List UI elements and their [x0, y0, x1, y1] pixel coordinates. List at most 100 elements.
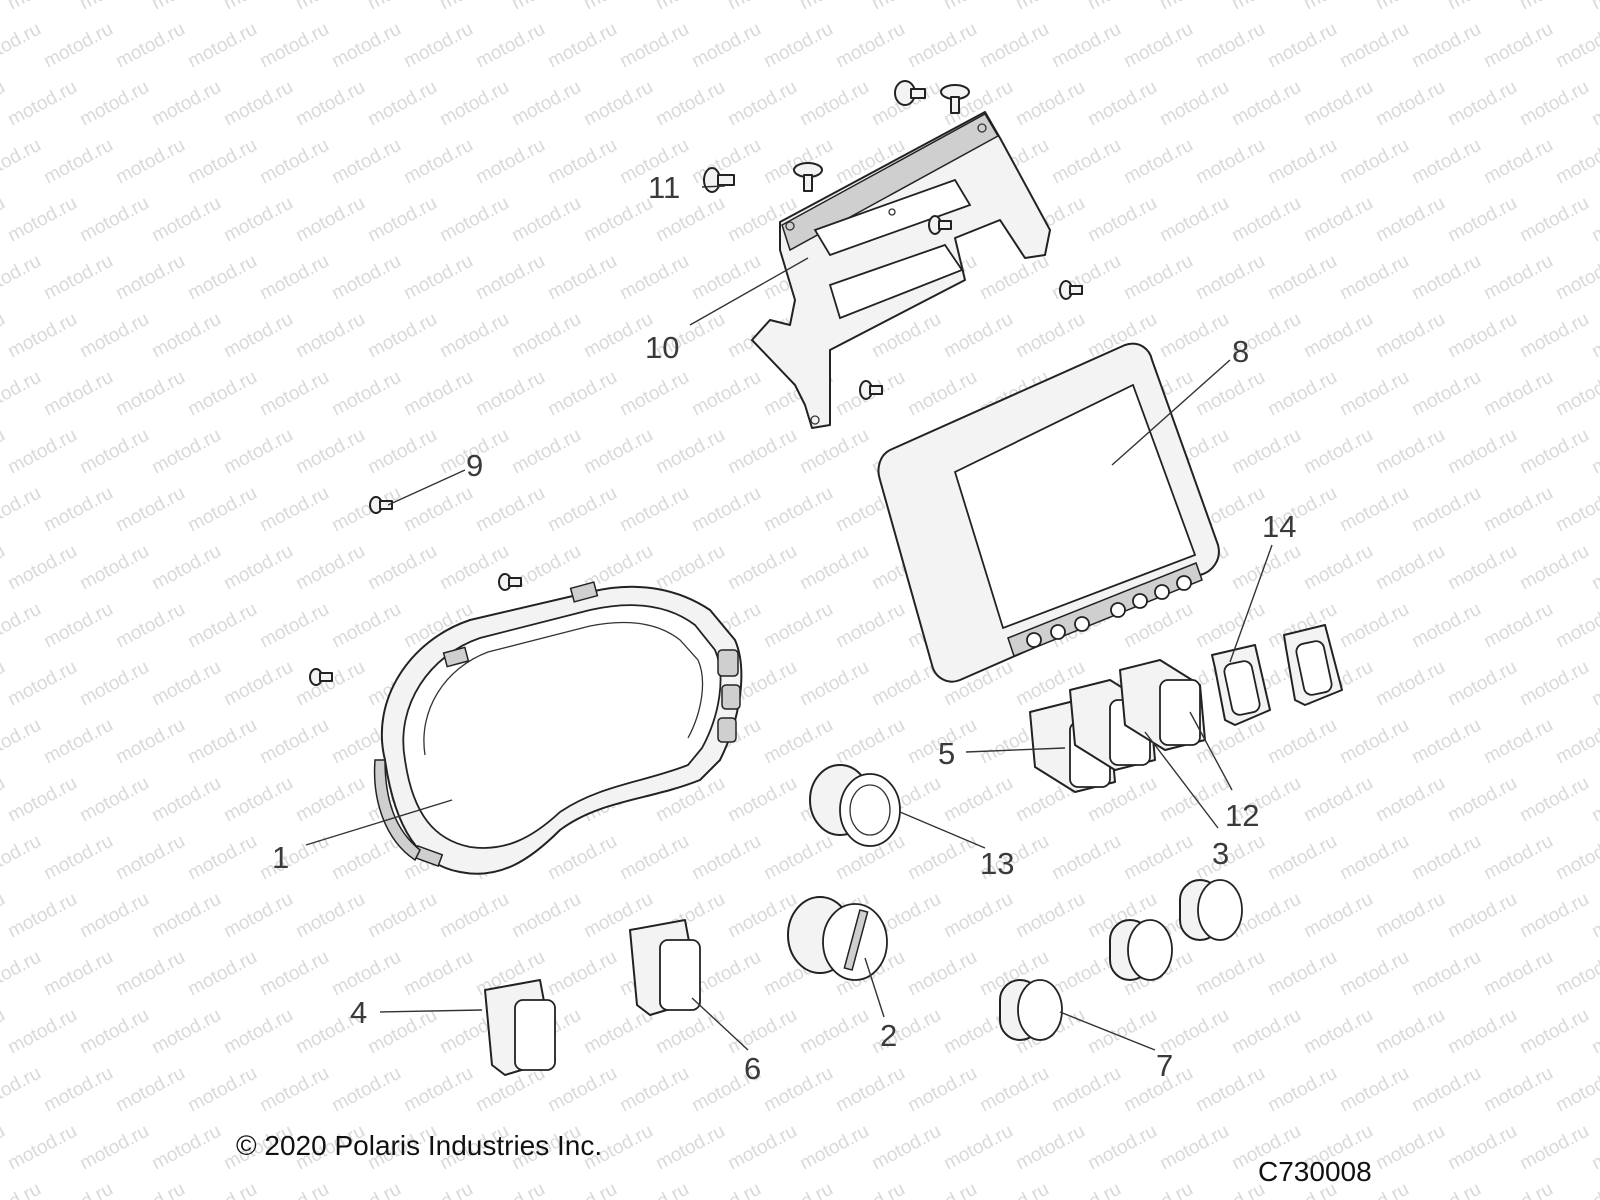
watermark-text: motod.ru: [1300, 889, 1376, 943]
watermark-text: motod.ru: [1588, 309, 1600, 363]
leader-2: [864, 957, 885, 1018]
watermark-text: motod.ru: [760, 1063, 836, 1117]
watermark-text: motod.ru: [148, 77, 224, 131]
watermark-text: motod.ru: [1300, 309, 1376, 363]
watermark-text: motod.ru: [1012, 1121, 1088, 1175]
watermark-text: motod.ru: [1336, 19, 1412, 73]
watermark-text: motod.ru: [364, 309, 440, 363]
watermark-text: motod.ru: [796, 657, 872, 711]
watermark-text: motod.ru: [1120, 19, 1196, 73]
watermark-text: motod.ru: [184, 1179, 260, 1200]
watermark-text: motod.ru: [1192, 135, 1268, 189]
watermark-text: motod.ru: [148, 1121, 224, 1175]
watermark-text: motod.ru: [940, 0, 1016, 14]
watermark-text: motod.ru: [328, 483, 404, 537]
watermark-text: motod.ru: [112, 251, 188, 305]
watermark-text: motod.ru: [1048, 135, 1124, 189]
leader-7: [1059, 1011, 1156, 1051]
watermark-text: motod.ru: [1444, 541, 1520, 595]
watermark-text: motod.ru: [0, 309, 9, 363]
watermark-text: motod.ru: [508, 193, 584, 247]
watermark-text: motod.ru: [1588, 773, 1600, 827]
power-socket-part: [809, 764, 901, 847]
watermark-text: motod.ru: [256, 1179, 332, 1200]
watermark-text: motod.ru: [76, 77, 152, 131]
watermark-text: motod.ru: [760, 599, 836, 653]
watermark-text: motod.ru: [544, 367, 620, 421]
watermark-text: motod.ru: [1372, 309, 1448, 363]
watermark-text: motod.ru: [1408, 831, 1484, 885]
watermark-text: motod.ru: [580, 77, 656, 131]
watermark-text: motod.ru: [112, 1063, 188, 1117]
watermark-text: motod.ru: [544, 1063, 620, 1117]
watermark-text: motod.ru: [1372, 193, 1448, 247]
watermark-text: motod.ru: [40, 1179, 116, 1200]
watermark-text: motod.ru: [1480, 715, 1556, 769]
watermark-text: motod.ru: [1408, 367, 1484, 421]
watermark-text: motod.ru: [220, 541, 296, 595]
callout-1: 1: [272, 840, 289, 875]
watermark-text: motod.ru: [1192, 831, 1268, 885]
watermark-text: motod.ru: [0, 657, 9, 711]
leader-1: [305, 799, 453, 846]
watermark-text: motod.ru: [544, 19, 620, 73]
watermark-text: motod.ru: [1588, 1005, 1600, 1059]
watermark-text: motod.ru: [1408, 1179, 1484, 1200]
watermark-text: motod.ru: [1444, 773, 1520, 827]
watermark-text: motod.ru: [1480, 1179, 1556, 1200]
watermark-text: motod.ru: [1300, 541, 1376, 595]
watermark-text: motod.ru: [148, 657, 224, 711]
watermark-text: motod.ru: [364, 425, 440, 479]
watermark-text: motod.ru: [256, 135, 332, 189]
watermark-text: motod.ru: [292, 425, 368, 479]
watermark-text: motod.ru: [940, 889, 1016, 943]
watermark-text: motod.ru: [760, 1179, 836, 1200]
watermark-text: motod.ru: [508, 309, 584, 363]
watermark-text: motod.ru: [148, 773, 224, 827]
watermark-text: motod.ru: [1372, 657, 1448, 711]
watermark-text: motod.ru: [1156, 0, 1232, 14]
watermark-text: motod.ru: [76, 889, 152, 943]
watermark-text: motod.ru: [724, 541, 800, 595]
watermark-text: motod.ru: [508, 425, 584, 479]
watermark-text: motod.ru: [652, 0, 728, 14]
watermark-text: motod.ru: [1516, 425, 1592, 479]
watermark-text: motod.ru: [292, 773, 368, 827]
watermark-text: motod.ru: [1264, 715, 1340, 769]
watermark-text: motod.ru: [256, 251, 332, 305]
watermark-text: motod.ru: [796, 1005, 872, 1059]
watermark-text: motod.ru: [4, 1121, 80, 1175]
callout-11: 11: [648, 170, 680, 205]
watermark-text: motod.ru: [1588, 541, 1600, 595]
watermark-text: motod.ru: [292, 193, 368, 247]
watermark-text: motod.ru: [904, 19, 980, 73]
watermark-text: motod.ru: [112, 947, 188, 1001]
watermark-text: motod.ru: [400, 947, 476, 1001]
watermark-text: motod.ru: [1444, 425, 1520, 479]
watermark-text: motod.ru: [1192, 19, 1268, 73]
watermark-text: motod.ru: [472, 367, 548, 421]
watermark-text: motod.ru: [760, 483, 836, 537]
leader-9: [387, 469, 466, 506]
watermark-text: motod.ru: [1120, 135, 1196, 189]
watermark-text: motod.ru: [1156, 193, 1232, 247]
watermark-text: motod.ru: [1300, 1005, 1376, 1059]
watermark-text: motod.ru: [0, 773, 9, 827]
watermark-text: motod.ru: [1192, 599, 1268, 653]
watermark-text: motod.ru: [1048, 1179, 1124, 1200]
watermark-text: motod.ru: [688, 251, 764, 305]
watermark-text: motod.ru: [1444, 309, 1520, 363]
watermark-text: motod.ru: [1156, 309, 1232, 363]
watermark-text: motod.ru: [1048, 831, 1124, 885]
watermark-text: motod.ru: [976, 19, 1052, 73]
watermark-text: motod.ru: [184, 483, 260, 537]
watermark-text: motod.ru: [0, 367, 45, 421]
watermark-text: motod.ru: [904, 1179, 980, 1200]
watermark-text: motod.ru: [40, 715, 116, 769]
watermark-text: motod.ru: [4, 193, 80, 247]
watermark-text: motod.ru: [1336, 1063, 1412, 1117]
watermark-text: motod.ru: [1336, 831, 1412, 885]
watermark-text: motod.ru: [292, 0, 368, 14]
watermark-text: motod.ru: [0, 425, 9, 479]
